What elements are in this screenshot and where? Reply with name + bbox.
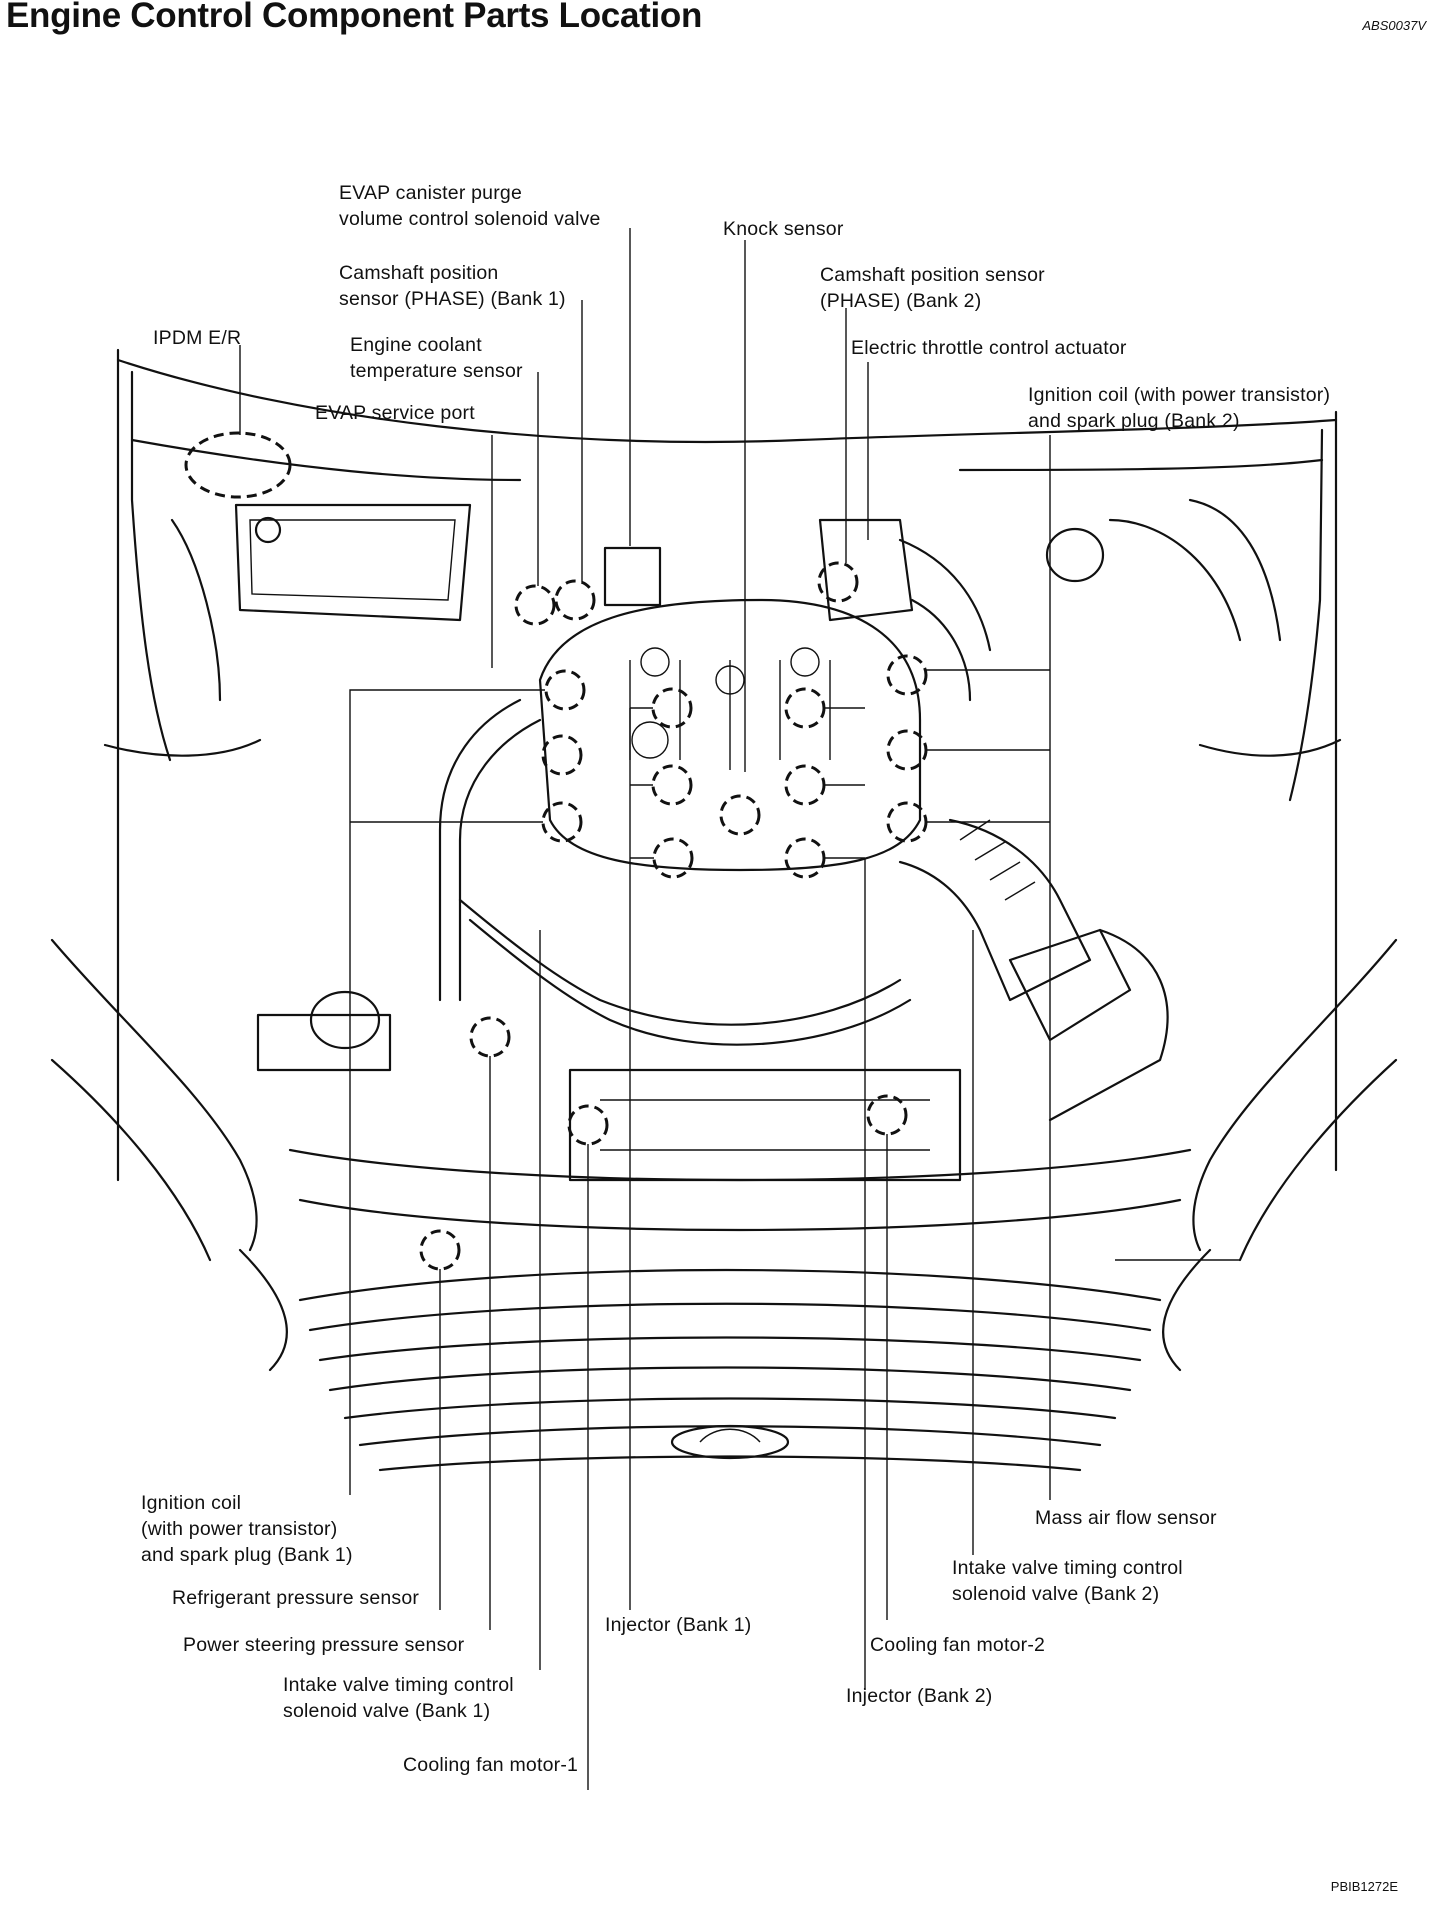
- label-mass-air-flow-sensor: Mass air flow sensor: [1035, 1507, 1217, 1529]
- location-marker: [651, 764, 693, 806]
- location-marker: [719, 794, 761, 836]
- label-intake-valve-timing-bank1: Intake valve timing control solenoid val…: [283, 1674, 514, 1722]
- location-marker: [886, 801, 928, 843]
- label-engine-coolant-temperature-sensor: Engine coolant temperature sensor: [350, 334, 523, 382]
- location-marker: [514, 584, 556, 626]
- location-marker: [784, 687, 826, 729]
- label-ignition-coil-bank2: Ignition coil (with power transistor) an…: [1028, 384, 1331, 432]
- label-evap-canister-purge-valve: EVAP canister purge volume control solen…: [339, 182, 601, 230]
- figure-code: PBIB1272E: [1330, 1879, 1398, 1894]
- label-electric-throttle-control-actuator: Electric throttle control actuator: [851, 337, 1127, 359]
- label-injector-bank2: Injector (Bank 2): [846, 1685, 993, 1707]
- engine-assembly: [103, 498, 1342, 1232]
- location-marker: [544, 669, 586, 711]
- location-marker: [541, 801, 583, 843]
- location-marker: [554, 579, 596, 621]
- component-location-markers: [184, 431, 928, 1271]
- label-ipdm-er: IPDM E/R: [153, 327, 242, 349]
- label-evap-service-port: EVAP service port: [315, 402, 475, 424]
- location-marker: [817, 561, 859, 603]
- location-marker: [567, 1104, 609, 1146]
- location-marker: [886, 654, 928, 696]
- vehicle-body-outline: [50, 348, 1398, 1472]
- label-ignition-coil-bank1: Ignition coil (with power transistor) an…: [141, 1492, 353, 1566]
- location-marker: [419, 1229, 461, 1271]
- label-knock-sensor: Knock sensor: [723, 218, 844, 240]
- document-code: ABS0037V: [1362, 18, 1426, 33]
- label-intake-valve-timing-bank2: Intake valve timing control solenoid val…: [952, 1557, 1183, 1605]
- location-marker: [784, 764, 826, 806]
- label-camshaft-position-sensor-bank1: Camshaft position sensor (PHASE) (Bank 1…: [339, 262, 566, 310]
- location-marker: [652, 837, 694, 879]
- ipdm-location-marker: [184, 431, 292, 499]
- leader-lines: [239, 228, 1240, 1790]
- location-marker: [469, 1016, 511, 1058]
- location-marker: [866, 1094, 908, 1136]
- location-marker: [541, 734, 583, 776]
- label-refrigerant-pressure-sensor: Refrigerant pressure sensor: [172, 1587, 420, 1609]
- label-power-steering-pressure-sensor: Power steering pressure sensor: [183, 1634, 465, 1656]
- location-marker: [784, 837, 826, 879]
- label-cooling-fan-motor-2: Cooling fan motor-2: [870, 1634, 1046, 1656]
- label-injector-bank1: Injector (Bank 1): [605, 1614, 752, 1636]
- location-marker: [651, 687, 693, 729]
- page-title: Engine Control Component Parts Location: [6, 0, 703, 35]
- label-camshaft-position-sensor-bank2: Camshaft position sensor (PHASE) (Bank 2…: [820, 264, 1045, 312]
- label-cooling-fan-motor-1: Cooling fan motor-1: [403, 1754, 579, 1776]
